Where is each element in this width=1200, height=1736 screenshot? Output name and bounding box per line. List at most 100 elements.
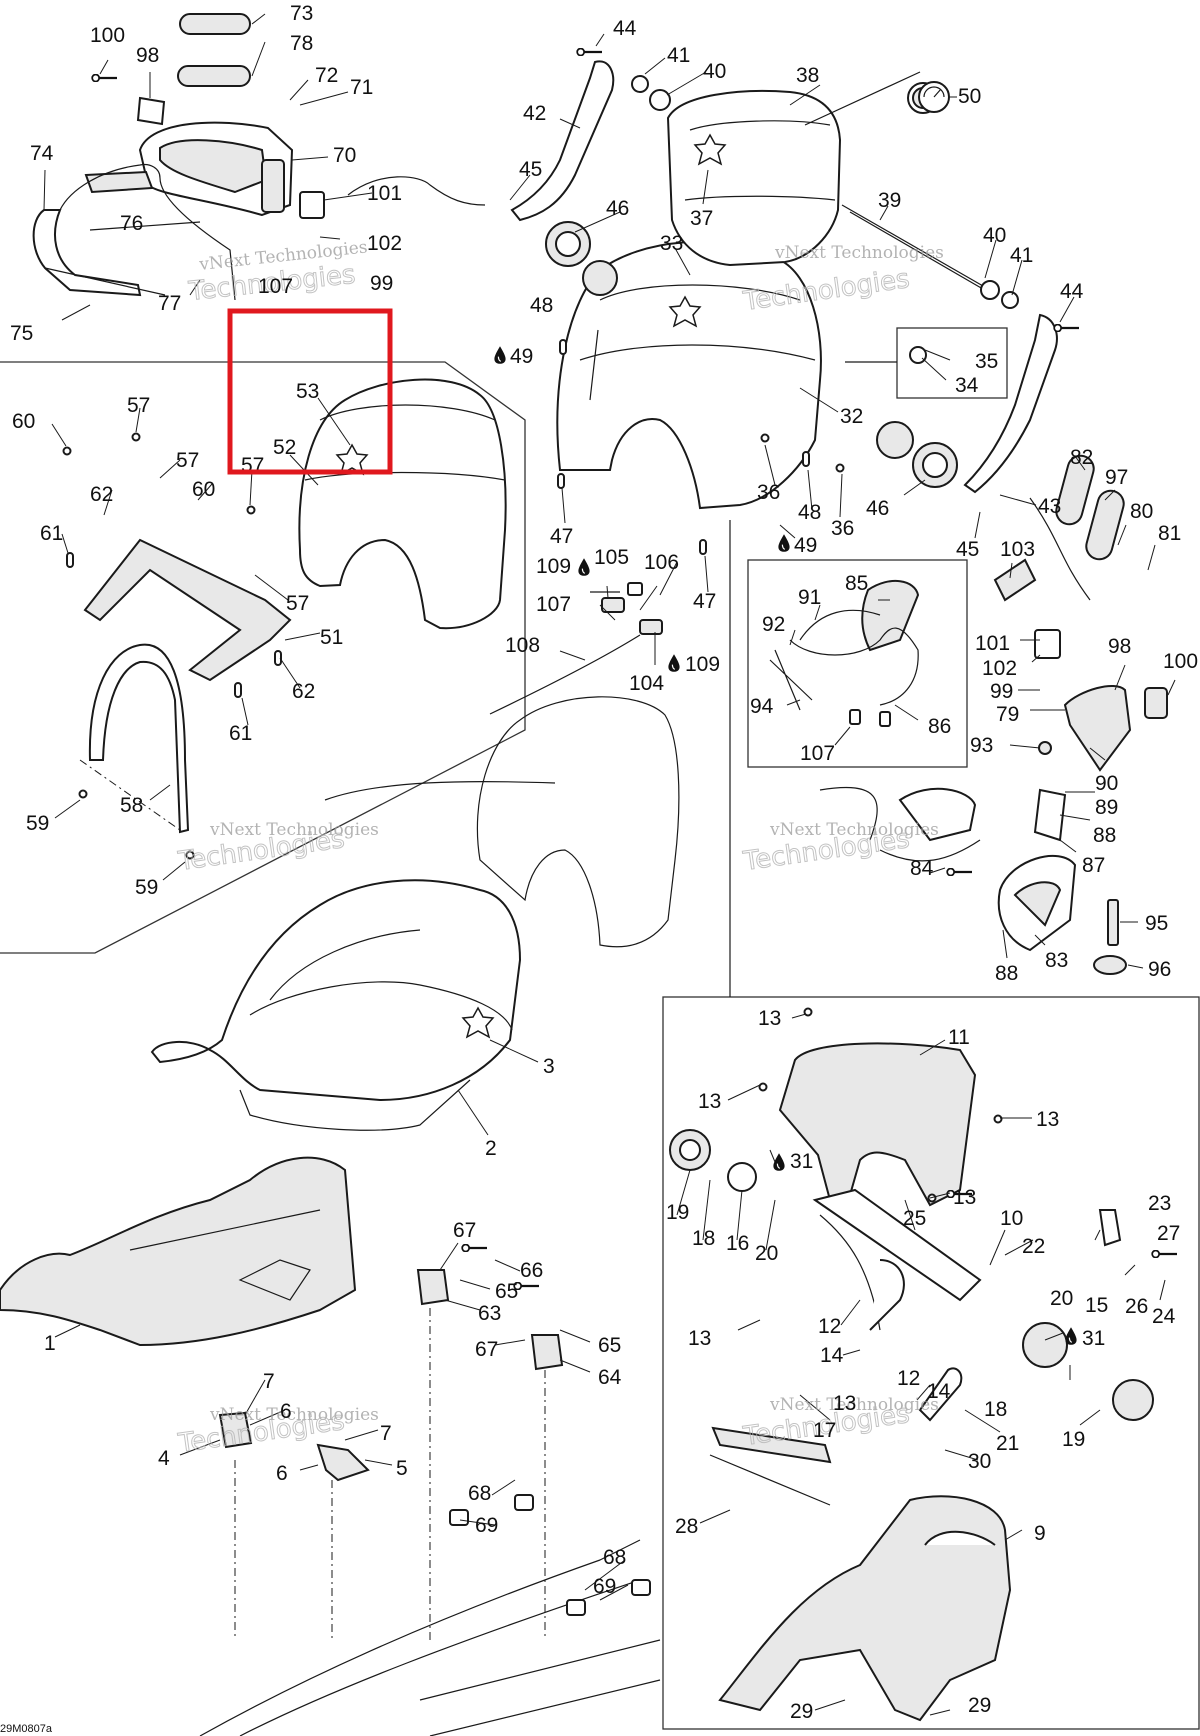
callout-label: 19 xyxy=(666,1201,689,1224)
callout-label: 102 xyxy=(982,657,1017,680)
callout-label: 71 xyxy=(350,76,373,99)
armrest-assembly xyxy=(32,13,325,301)
callout-label: 61 xyxy=(229,722,252,745)
callout-label: 98 xyxy=(1108,635,1131,658)
callout-label: 6 xyxy=(276,1462,288,1485)
seat-base-pan xyxy=(0,1156,357,1347)
callout-label: 75 xyxy=(10,322,33,345)
connection-curves xyxy=(324,71,1091,997)
watermark-text: vNext Technologies xyxy=(769,820,939,840)
callout-label: 81 xyxy=(1158,522,1181,545)
callout-label: 65 xyxy=(495,1280,518,1303)
callout-label: 26 xyxy=(1125,1295,1148,1318)
callout-label: 40 xyxy=(983,224,1006,247)
callout-label: 52 xyxy=(273,436,296,459)
callout-label: 13 xyxy=(833,1392,856,1415)
callout-label: 23 xyxy=(1148,1192,1171,1215)
backrest xyxy=(666,89,996,297)
watermark-text: vNext Technologies xyxy=(769,1395,939,1415)
highlight-box xyxy=(227,308,393,475)
callout-label: 107 xyxy=(258,275,293,298)
callout-label: 25 xyxy=(903,1207,926,1230)
callout-label: 16 xyxy=(726,1232,749,1255)
callout-label: 7 xyxy=(263,1370,275,1393)
callout-label: 49 xyxy=(510,345,533,368)
callout-label: 77 xyxy=(158,292,181,315)
callout-label: 80 xyxy=(1130,500,1153,523)
callout-label: 69 xyxy=(475,1514,498,1537)
callout-label: 20 xyxy=(755,1242,778,1265)
right-handle-parts xyxy=(879,454,1168,975)
callout-label: 70 xyxy=(333,144,356,167)
callout-label: 19 xyxy=(1062,1428,1085,1451)
callout-label: 17 xyxy=(813,1419,836,1442)
callout-label: 99 xyxy=(990,680,1013,703)
callout-label: 29 xyxy=(790,1700,813,1723)
callout-label: 59 xyxy=(135,876,158,899)
callout-label: 90 xyxy=(1095,772,1118,795)
watermark-text: vNext Technologies xyxy=(774,243,944,263)
callout-label: 108 xyxy=(505,634,540,657)
callout-label: 10 xyxy=(1000,1207,1023,1230)
oil-drop-icon xyxy=(1064,1326,1078,1346)
callout-label: 51 xyxy=(320,626,343,649)
callout-label: 100 xyxy=(90,24,125,47)
callout-label: 32 xyxy=(840,405,863,428)
mounting-brackets xyxy=(218,1269,564,1640)
callout-label: 36 xyxy=(757,481,780,504)
callout-label: 47 xyxy=(693,590,716,613)
callout-label: 96 xyxy=(1148,958,1171,981)
oil-drop-icon xyxy=(772,1152,786,1172)
callout-label: 7 xyxy=(380,1422,392,1445)
callout-label: 1 xyxy=(44,1332,56,1355)
passenger-seat-cover xyxy=(298,378,507,630)
callout-label: 11 xyxy=(948,1026,970,1049)
callout-label: 2 xyxy=(485,1137,497,1160)
callout-label: 65 xyxy=(598,1334,621,1357)
callout-label: 50 xyxy=(958,85,981,108)
callout-label: 6 xyxy=(280,1400,292,1423)
callout-label: 22 xyxy=(1022,1235,1045,1258)
callout-label: 89 xyxy=(1095,796,1118,819)
backrest-arm-right xyxy=(963,313,1058,494)
callout-label: 88 xyxy=(1093,824,1116,847)
callout-label: 103 xyxy=(1000,538,1035,561)
callout-label: 92 xyxy=(762,613,785,636)
backrest-pivot-assembly xyxy=(669,1042,1154,1722)
callout-label: 63 xyxy=(478,1302,501,1325)
passenger-seat-outline xyxy=(476,696,680,948)
left-group-frame xyxy=(0,361,526,954)
callout-label: 74 xyxy=(30,142,54,165)
callout-label: 21 xyxy=(996,1432,1019,1455)
callout-label: 57 xyxy=(176,449,199,472)
driver-seat-lower xyxy=(150,879,522,1131)
callout-label: 107 xyxy=(536,593,571,616)
callout-label: 105 xyxy=(594,546,629,569)
callout-label: 79 xyxy=(996,703,1019,726)
oil-drop-icon xyxy=(577,557,591,577)
callout-label: 93 xyxy=(970,734,993,757)
callout-label: 91 xyxy=(798,586,821,609)
callout-label: 67 xyxy=(475,1338,498,1361)
callout-label: 13 xyxy=(1036,1108,1059,1131)
callout-label: 15 xyxy=(1085,1294,1108,1317)
callout-label: 64 xyxy=(598,1366,622,1389)
callout-label: 41 xyxy=(1010,244,1033,267)
callout-label: 60 xyxy=(12,410,35,433)
callout-label: 33 xyxy=(660,232,683,255)
callout-label: 28 xyxy=(675,1515,698,1538)
callout-label: 12 xyxy=(818,1315,841,1338)
callout-label: 49 xyxy=(794,534,817,557)
callout-label: 83 xyxy=(1045,949,1068,972)
callout-label: 20 xyxy=(1050,1287,1073,1310)
callout-label: 62 xyxy=(292,680,315,703)
callout-label: 39 xyxy=(878,189,901,212)
callout-label: 44 xyxy=(1060,280,1084,303)
callout-label: 3 xyxy=(543,1055,555,1078)
callout-label: 100 xyxy=(1163,650,1198,673)
callout-label: 97 xyxy=(1105,466,1128,489)
callout-label: 86 xyxy=(928,715,951,738)
callout-label: 57 xyxy=(127,394,150,417)
fasteners xyxy=(62,48,1179,1290)
